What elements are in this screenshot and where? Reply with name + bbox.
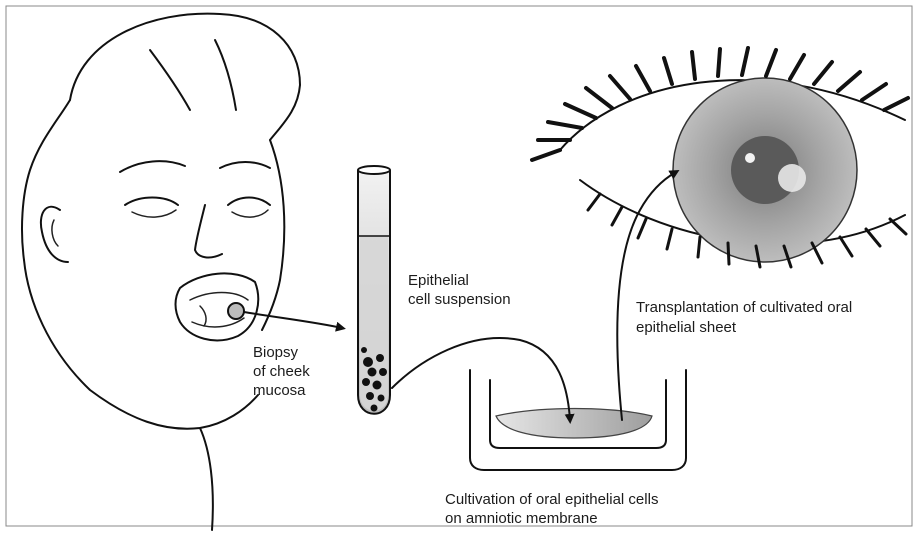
eye-illustration <box>532 48 908 267</box>
label-cultivation-line2: on amniotic membrane <box>445 509 598 528</box>
test-tube <box>358 166 390 414</box>
label-cultivation-line1: Cultivation of oral epithelial cells <box>445 490 658 509</box>
label-epithelial-line1: Epithelial <box>408 271 469 290</box>
arrow-dish-to-eye <box>617 172 676 420</box>
label-transplant-line1: Transplantation of cultivated oral <box>636 298 852 317</box>
arrow-biopsy-to-tube <box>244 312 342 328</box>
label-biopsy-line1: Biopsy <box>253 343 298 362</box>
amniotic-membrane <box>496 409 652 439</box>
label-transplant-line2: epithelial sheet <box>636 318 736 337</box>
label-biopsy-line2: of cheek <box>253 362 310 381</box>
face-illustration <box>22 14 300 530</box>
arrow-tube-to-dish <box>392 338 570 420</box>
label-biopsy-line3: mucosa <box>253 381 306 400</box>
culture-dish <box>470 370 686 470</box>
label-epithelial-line2: cell suspension <box>408 290 511 309</box>
